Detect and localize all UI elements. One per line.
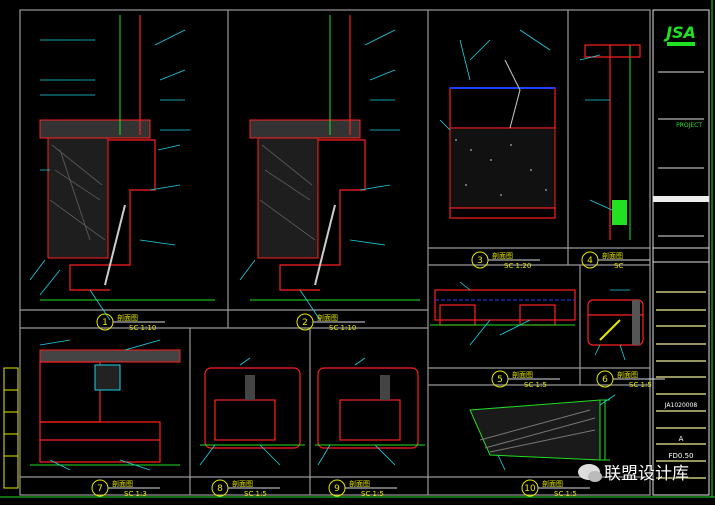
section-title: 剖面图: [542, 479, 563, 488]
detail-8-drawing: [199, 357, 305, 466]
section-scale: SC 1:5: [629, 381, 652, 389]
section-scale: SC 1:10: [129, 324, 156, 332]
section-number: 4: [587, 256, 593, 266]
section-scale: SC 1:5: [554, 490, 577, 498]
section-number: 7: [97, 484, 103, 494]
section-marker-5: 5 剖面图 SC 1:5: [491, 370, 560, 389]
section-number: 1: [102, 318, 108, 328]
section-marker-3: 3 剖面图 SC 1:20: [471, 251, 540, 270]
section-marker-4: 4 剖面图 SC: [581, 251, 650, 270]
title-block: JSA PROJECT JA1020008 A FD0.50: [652, 9, 710, 496]
section-number: 9: [334, 484, 340, 494]
detail-2-drawing: [239, 15, 420, 321]
detail-9-drawing: [315, 357, 425, 466]
section-marker-7: 7 剖面图 SC 1:3: [91, 479, 160, 498]
detail-5-drawing: [430, 281, 576, 346]
section-number: 3: [477, 256, 483, 266]
detail-4-drawing: [579, 44, 641, 240]
section-title: 剖面图: [232, 479, 253, 488]
section-marker-6: 6 剖面图 SC 1:5: [596, 370, 665, 389]
drawing-number: JA1020008: [664, 402, 698, 409]
section-marker-8: 8 剖面图 SC 1:5: [211, 479, 280, 498]
side-legend: [3, 367, 19, 489]
section-number: 10: [524, 484, 536, 494]
company-logo: JSA: [663, 23, 696, 42]
section-scale: SC 1:3: [124, 490, 147, 498]
section-title: 剖面图: [602, 251, 623, 260]
section-title: 剖面图: [317, 313, 338, 322]
section-scale: SC 1:5: [244, 490, 267, 498]
section-scale: SC 1:5: [361, 490, 384, 498]
section-title: 剖面图: [492, 251, 513, 260]
detail-7-drawing: [30, 339, 181, 471]
panel-grid: [20, 10, 650, 495]
detail-1-drawing: [29, 15, 215, 321]
drawing-scale: FD0.50: [668, 452, 693, 460]
detail-3-drawing: [439, 29, 556, 219]
section-marker-10: 10 剖面图 SC 1:5: [521, 479, 590, 498]
section-title: 剖面图: [112, 479, 133, 488]
section-number: 5: [497, 375, 503, 385]
section-scale: SC: [614, 262, 623, 270]
watermark: 联盟设计库: [578, 459, 689, 484]
section-number: 6: [602, 375, 608, 385]
detail-10-drawing: [469, 394, 616, 471]
section-title: 剖面图: [617, 370, 638, 379]
section-number: 2: [302, 318, 308, 328]
section-markers: 1 剖面图 SC 1:10 2 剖面图 SC 1:10 3 剖面图 SC 1:20 4 剖面图 SC 5…: [91, 251, 665, 498]
section-scale: SC 1:20: [504, 262, 531, 270]
section-marker-1: 1 剖面图 SC 1:10: [96, 313, 165, 332]
section-marker-2: 2 剖面图 SC 1:10: [296, 313, 365, 332]
project-label: PROJECT: [676, 122, 702, 129]
section-marker-9: 9 剖面图 SC 1:5: [328, 479, 397, 498]
revision: A: [679, 435, 684, 443]
detail-6-drawing: [587, 289, 644, 361]
wechat-icon: [578, 463, 602, 482]
section-scale: SC 1:10: [329, 324, 356, 332]
section-title: 剖面图: [349, 479, 370, 488]
section-title: 剖面图: [117, 313, 138, 322]
section-number: 8: [217, 484, 223, 494]
section-title: 剖面图: [512, 370, 533, 379]
section-scale: SC 1:5: [524, 381, 547, 389]
watermark-text: 联盟设计库: [604, 464, 689, 484]
drawing-frame: [19, 9, 651, 496]
